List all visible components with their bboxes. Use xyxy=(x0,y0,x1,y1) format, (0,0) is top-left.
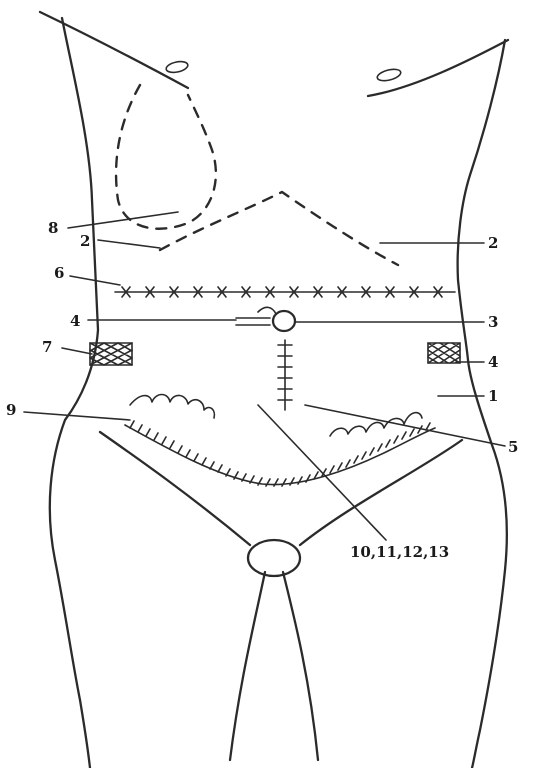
label-10-11-12-13: 10,11,12,13 xyxy=(350,543,449,561)
left-nipple xyxy=(165,60,189,74)
label-2-right: 2 xyxy=(488,234,498,252)
pfannenstiel-incision-line xyxy=(125,425,435,485)
right-body-contour xyxy=(458,40,507,768)
chevron-dashed-incision xyxy=(160,192,398,265)
label-7: 7 xyxy=(42,338,52,356)
label-5: 5 xyxy=(508,438,518,456)
right-shoulder-line xyxy=(368,40,508,96)
left-body-contour xyxy=(50,18,98,768)
vertical-midline-incision xyxy=(278,340,292,410)
label-1: 1 xyxy=(488,387,498,405)
thigh-inner-right xyxy=(283,572,318,760)
leader-10-13 xyxy=(258,405,386,540)
right-wavy-incision xyxy=(330,413,422,436)
umbilical-incision xyxy=(236,307,276,325)
label-8: 8 xyxy=(48,219,58,237)
leader-lines xyxy=(24,212,505,540)
right-nipple xyxy=(376,67,402,83)
leader-8 xyxy=(68,212,178,228)
pubic-circle xyxy=(248,540,300,576)
left-wavy-incision xyxy=(130,395,214,419)
subcostal-dashed-incision xyxy=(116,85,216,229)
pfannenstiel-incision-stitches xyxy=(130,421,430,486)
leader-9 xyxy=(24,412,130,420)
label-2-left: 2 xyxy=(80,232,90,250)
torso-outline xyxy=(40,12,508,768)
inguinal-fold-left xyxy=(100,432,250,545)
left-flank-mesh xyxy=(90,343,132,365)
leader-2-left xyxy=(98,240,160,248)
label-9: 9 xyxy=(6,401,16,419)
left-shoulder-line xyxy=(40,12,188,88)
label-4-right: 4 xyxy=(488,353,498,371)
inguinal-fold-right xyxy=(300,440,462,545)
label-6: 6 xyxy=(54,264,64,282)
label-4-left: 4 xyxy=(70,312,80,330)
right-flank-mesh xyxy=(428,343,460,363)
thigh-inner-left xyxy=(230,572,265,760)
leader-7 xyxy=(62,348,92,354)
label-3: 3 xyxy=(488,313,498,331)
leader-5 xyxy=(305,405,505,446)
